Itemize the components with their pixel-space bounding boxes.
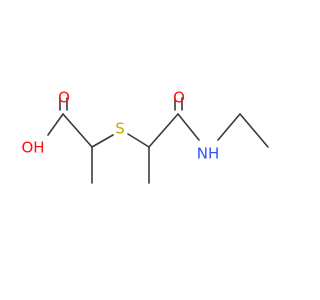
atom-hydroxyl-oxygen: OH [21, 139, 44, 157]
bond-c3-c4 [148, 113, 179, 148]
atom-amide-nitrogen: NH [197, 145, 220, 163]
chemical-structure-diagram: O OH S O NH [21, 89, 269, 184]
bond-s-c3 [127, 133, 150, 148]
bond-c2-s [91, 134, 114, 148]
bond-c4-n [177, 113, 200, 141]
molecule-canvas: O OH S O NH [21, 89, 269, 184]
bond-c1-oh [47, 113, 64, 136]
atom-carbonyl-oxygen-right: O [173, 89, 185, 107]
atom-sulfur: S [115, 120, 125, 138]
atom-carbonyl-oxygen-left: O [58, 89, 70, 107]
bond-n-ethyl-c1 [217, 113, 241, 141]
bond-c1-c2 [62, 113, 93, 148]
bond-ethyl-c1-c2 [239, 113, 269, 148]
